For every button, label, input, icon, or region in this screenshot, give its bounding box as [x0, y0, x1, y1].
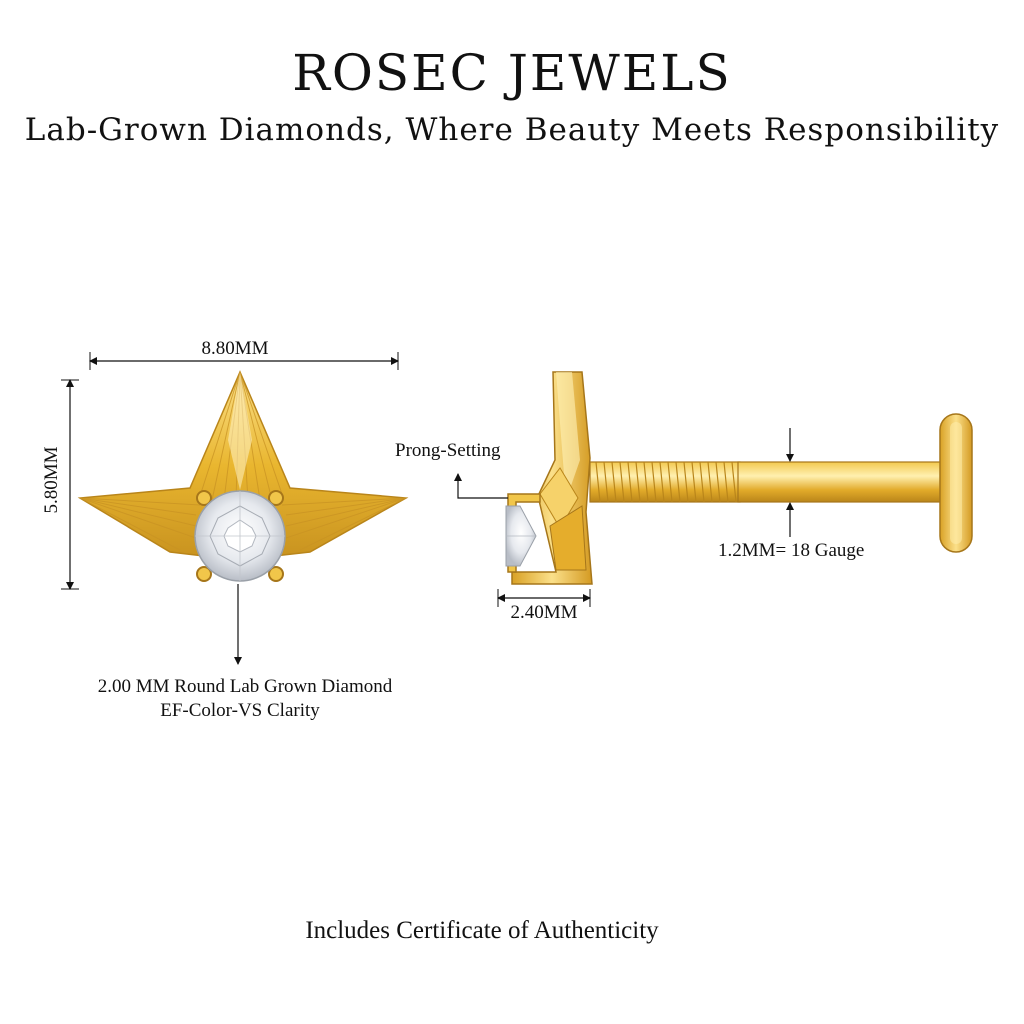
stone-spec-line1: 2.00 MM Round Lab Grown Diamond — [97, 676, 393, 697]
height-dimension-label: 5.80MM — [41, 446, 62, 514]
width-dimension-label: 8.80MM — [201, 338, 269, 359]
round-diamond — [194, 490, 286, 582]
side-view-stud — [454, 371, 973, 607]
flat-back-disc — [939, 413, 973, 553]
labret-post — [737, 461, 949, 503]
stone-spec-line2: EF-Color-VS Clarity — [160, 700, 320, 721]
threaded-screw — [589, 461, 741, 503]
front-view-stud — [61, 352, 409, 665]
stone-width-label: 2.40MM — [510, 602, 578, 623]
prong-setting-leader — [454, 473, 508, 499]
brand-tagline: Lab-Grown Diamonds, Where Beauty Meets R… — [24, 112, 1000, 148]
certificate-note: Includes Certificate of Authenticity — [305, 917, 659, 944]
prong-setting-label: Prong-Setting — [395, 440, 501, 461]
brand-title: ROSEC JEWELS — [292, 44, 732, 102]
gauge-label: 1.2MM= 18 Gauge — [718, 540, 865, 561]
prongs — [196, 490, 284, 582]
side-diamond — [505, 505, 537, 567]
